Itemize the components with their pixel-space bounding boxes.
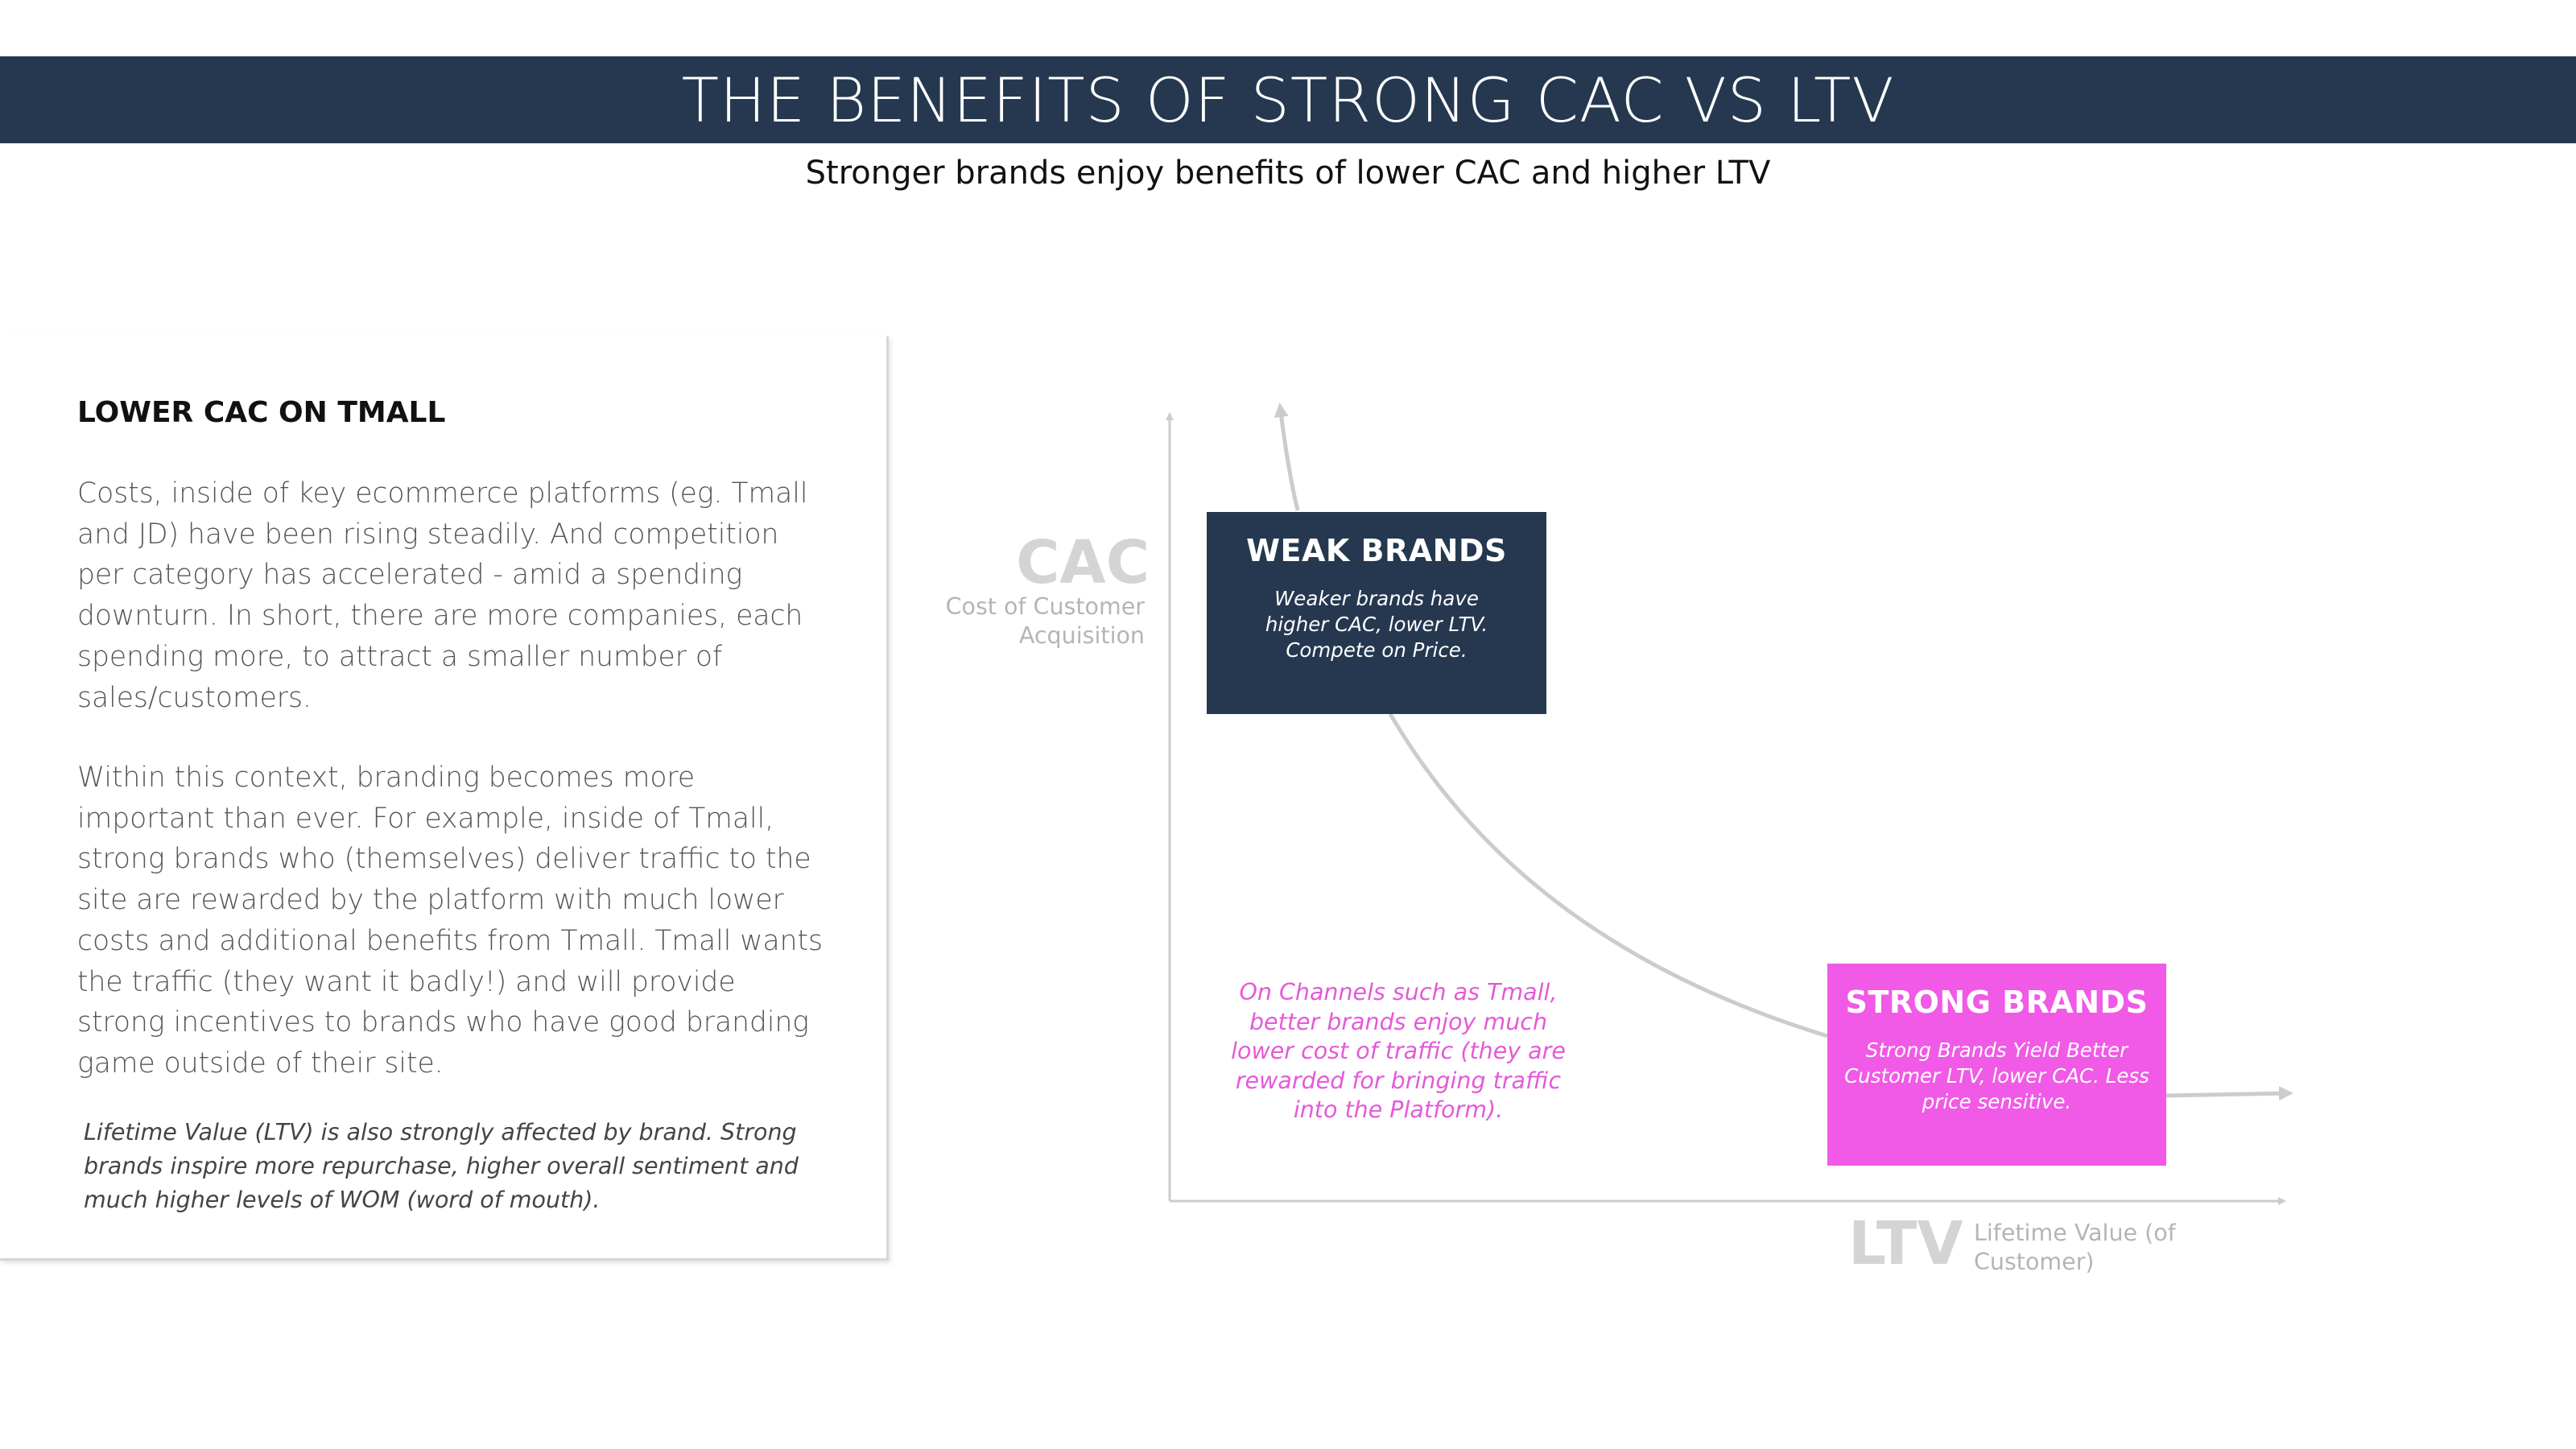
y-axis-label: Cost of Customer Acquisition bbox=[945, 593, 1145, 649]
curve-top-arrow bbox=[1274, 402, 1300, 511]
x-axis-label: Lifetime Value (of Customer) bbox=[1974, 1220, 2176, 1275]
page-title: THE BENEFITS OF STRONG CAC VS LTV bbox=[681, 64, 1895, 136]
x-axis-abbr: LTV bbox=[1848, 1209, 1963, 1278]
trend-curve bbox=[1388, 712, 1828, 1038]
panel-heading: LOWER CAC ON TMALL bbox=[77, 396, 446, 429]
title-bar: THE BENEFITS OF STRONG CAC VS LTV bbox=[0, 56, 2576, 143]
strong-brands-text: Strong Brands Yield Better Customer LTV,… bbox=[1844, 1038, 2149, 1113]
panel-ltv-note: Lifetime Value (LTV) is also strongly af… bbox=[84, 1119, 799, 1213]
weak-brands-box: WEAK BRANDS Weaker brands have higher CA… bbox=[1207, 512, 1546, 714]
weak-brands-text: Weaker brands have higher CAC, lower LTV… bbox=[1265, 587, 1488, 662]
panel-paragraph-branding: Within this context, branding becomes mo… bbox=[77, 762, 823, 1080]
y-axis-abbr: CAC bbox=[1016, 528, 1150, 597]
curve-right-arrow bbox=[2165, 1086, 2293, 1101]
weak-brands-title: WEAK BRANDS bbox=[1246, 533, 1507, 568]
page-subtitle: Stronger brands enjoy benefits of lower … bbox=[805, 155, 1771, 192]
channel-note: On Channels such as Tmall, better brands… bbox=[1231, 979, 1566, 1123]
strong-brands-box: STRONG BRANDS Strong Brands Yield Better… bbox=[1827, 964, 2166, 1166]
strong-brands-title: STRONG BRANDS bbox=[1845, 985, 2149, 1020]
panel-paragraph-costs: Costs, inside of key ecommerce platforms… bbox=[77, 477, 808, 714]
info-panel: LOWER CAC ON TMALL Costs, inside of key … bbox=[0, 336, 889, 1261]
